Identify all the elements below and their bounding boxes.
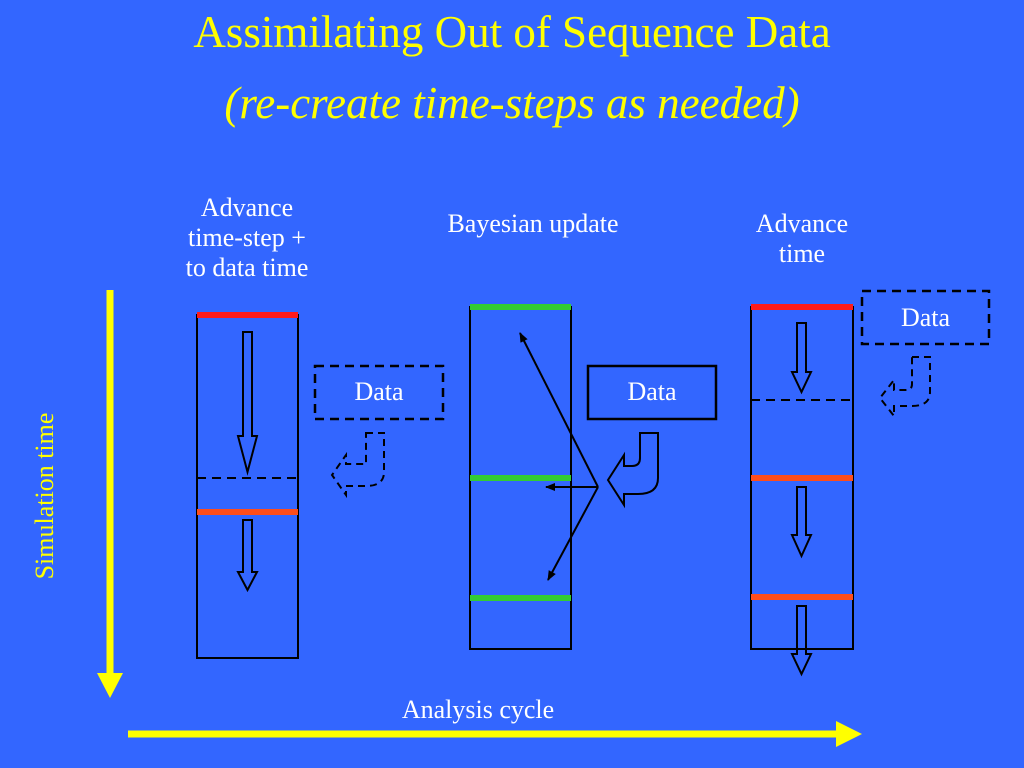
column-3-header: Advance time <box>755 209 849 268</box>
column-2-update-arrow-down <box>547 486 599 581</box>
simulation-time-axis-arrow <box>97 290 123 698</box>
column-1-data-box <box>313 364 445 421</box>
column-3-data-label: Data <box>900 303 951 332</box>
slide-subtitle: (re-create time-steps as needed) <box>224 78 800 128</box>
column-3-data-box <box>860 289 991 346</box>
analysis-cycle-axis-arrow <box>128 721 862 747</box>
column-1-advance-arrow-2 <box>236 519 259 593</box>
column-2-update-arrow-up <box>519 332 599 488</box>
column-1-curved-arrow <box>330 432 385 499</box>
column-3-curved-arrow <box>878 356 931 419</box>
column-3-timeline <box>750 304 854 677</box>
column-1-box <box>196 314 299 659</box>
column-2-data-label: Data <box>627 377 677 406</box>
analysis-cycle-label: Analysis cycle <box>401 695 555 724</box>
column-1-header: Advance time-step + to data time <box>185 193 309 282</box>
column-1-data-label: Data <box>354 377 404 406</box>
column-2-header: Bayesian update <box>447 209 619 238</box>
column-1-timeline <box>196 312 299 659</box>
column-3-advance-arrow-2 <box>790 486 813 559</box>
column-1-advance-arrow-1 <box>236 331 259 476</box>
slide-title: Assimilating Out of Sequence Data <box>193 7 831 57</box>
column-2-data-box <box>586 364 718 421</box>
column-2-curved-arrow <box>606 432 659 509</box>
column-2-timeline <box>469 304 599 650</box>
column-3-advance-arrow-3 <box>790 605 813 677</box>
column-3-advance-arrow-1 <box>790 322 813 395</box>
